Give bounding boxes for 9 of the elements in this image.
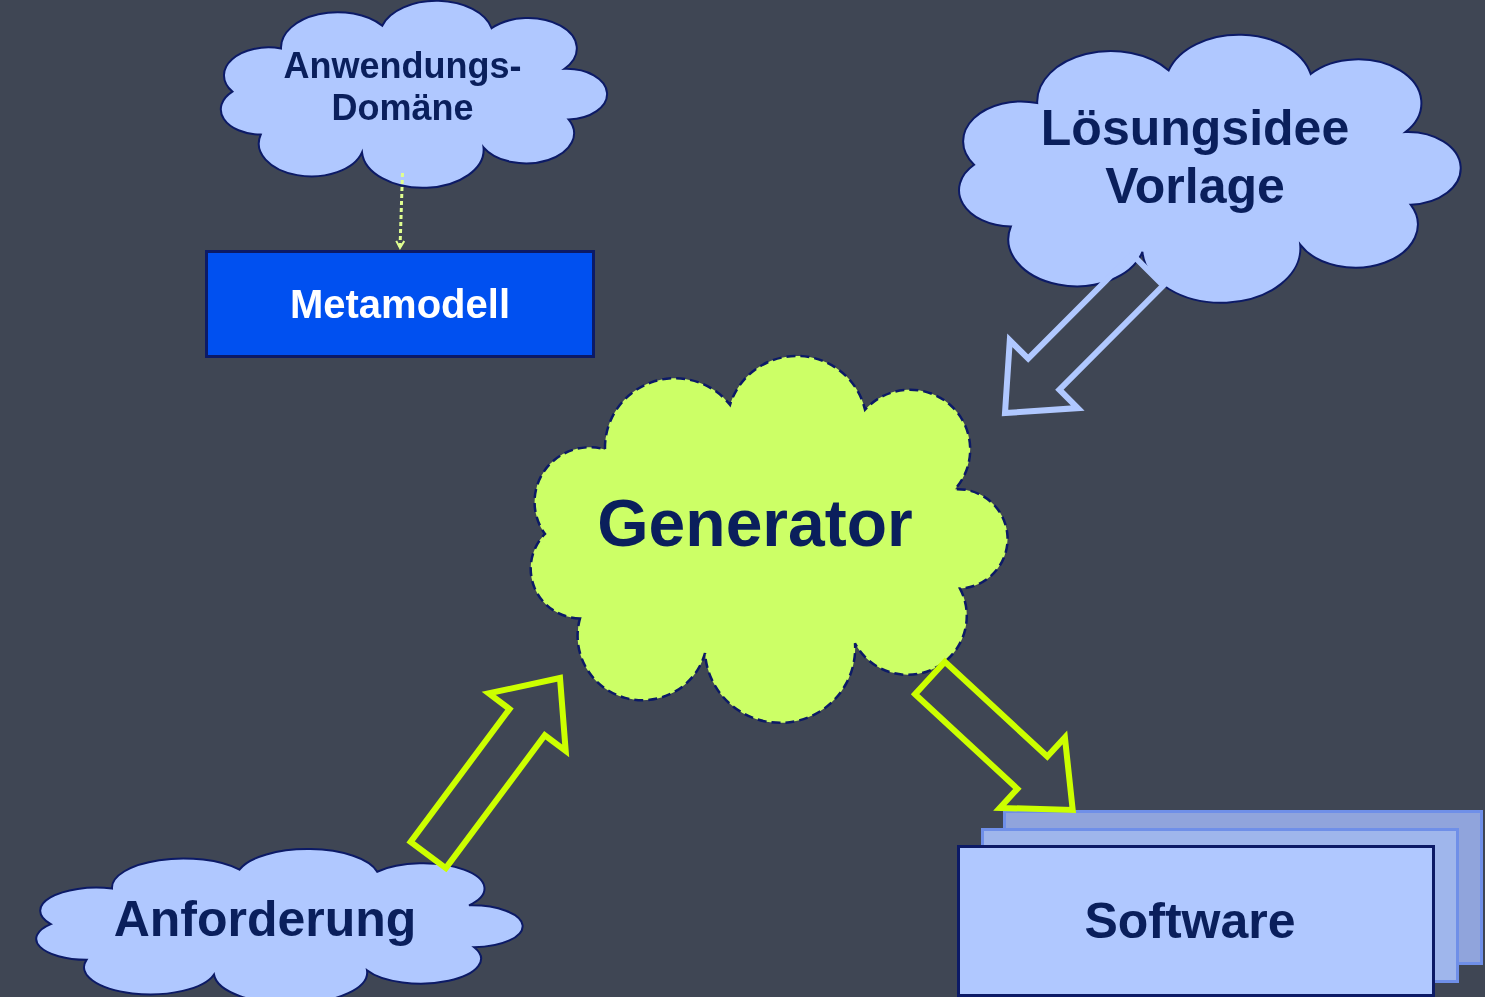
node-label: Anforderung — [113, 891, 417, 949]
arrow — [395, 172, 406, 249]
block-arrow — [406, 674, 570, 873]
block-arrow — [910, 657, 1077, 814]
node-label: Generator — [597, 486, 913, 562]
node-label: Anwendungs- Domäne — [282, 45, 523, 128]
node-label: Software — [1084, 892, 1296, 951]
node-label: Metamodell — [289, 281, 510, 327]
node-label: Lösungsidee Vorlage — [1039, 100, 1351, 215]
